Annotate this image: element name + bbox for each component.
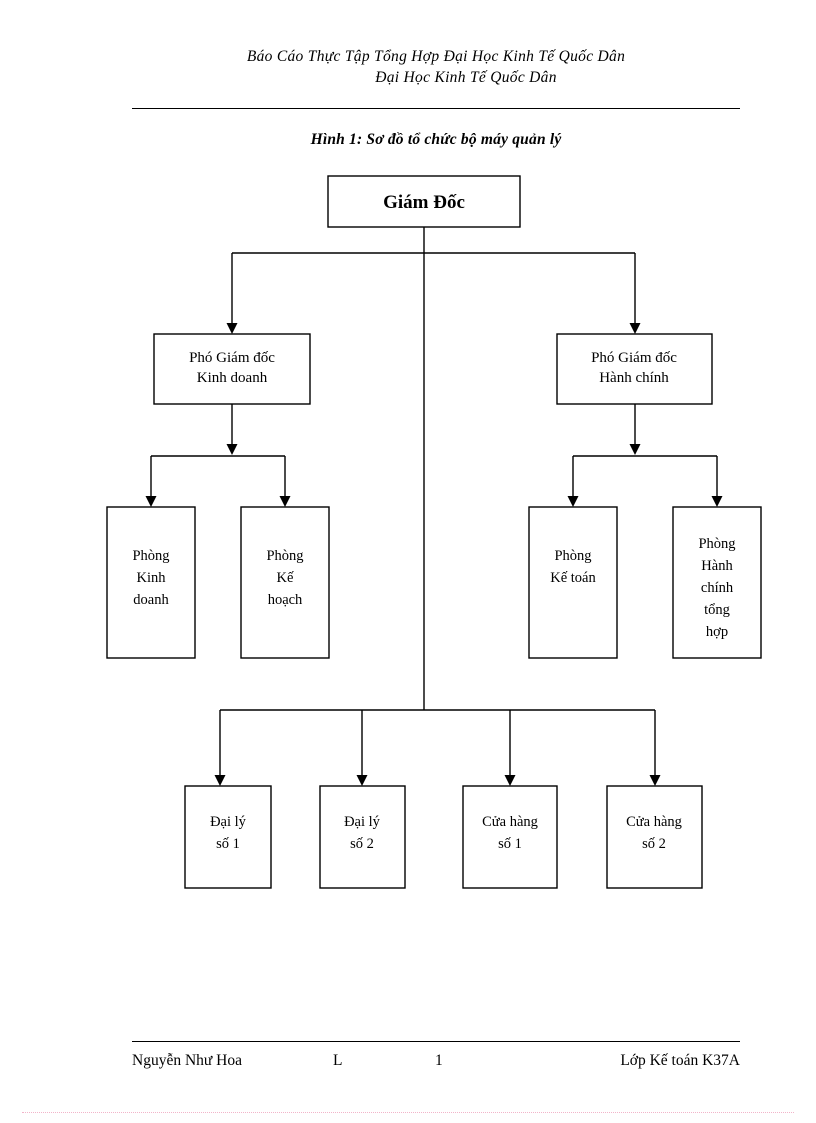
node-giam-doc[interactable]: Giám Đốc xyxy=(327,175,521,228)
node-label-vp-hc-line1: Phó Giám đốc xyxy=(591,350,677,366)
node-label-phc-line3: chính xyxy=(701,580,734,596)
node-label-pkd-line1: Phòng xyxy=(132,548,169,564)
node-phong-ke-toan[interactable]: Phòng Kế toán xyxy=(528,506,618,659)
footer-page-number: 1 xyxy=(435,1052,443,1069)
node-label-vp-hc-line2: Hành chính xyxy=(599,370,669,386)
arrow-head-vp-kinh-doanh xyxy=(226,323,238,334)
node-label-pkt-line2: Kế toán xyxy=(550,570,596,586)
node-label-ch2-line1: Cửa hàng xyxy=(626,814,682,830)
node-label-dl2-line2: số 2 xyxy=(350,836,374,852)
arrow-head-phong-ke-toan xyxy=(567,496,579,507)
bottom-dotted-rule xyxy=(22,1112,794,1113)
node-dai-ly-so-1[interactable]: Đại lý số 1 xyxy=(184,785,272,889)
page-footer: Nguyễn Như Hoa L 1 Lớp Kế toán K37A xyxy=(132,1052,740,1076)
figure-title: Hình 1: Sơ đồ tổ chức bộ máy quản lý xyxy=(310,131,562,148)
footer-class: Lớp Kế toán K37A xyxy=(620,1052,740,1069)
node-label-phc-line5: hợp xyxy=(706,624,728,640)
node-label-ch1-line1: Cửa hàng xyxy=(482,814,538,830)
arrow-head-cua-hang-2 xyxy=(649,775,661,786)
page-header: Báo Cáo Thực Tập Tổng Hợp Đại Học Kinh T… xyxy=(132,46,740,88)
connector-layer xyxy=(145,227,723,786)
node-label-phc-line4: tổng xyxy=(704,602,730,618)
node-dai-ly-so-2[interactable]: Đại lý số 2 xyxy=(319,785,406,889)
node-label-pkh-line1: Phòng xyxy=(266,548,303,564)
node-label-dl1-line1: Đại lý xyxy=(210,814,247,830)
node-label-ch1-line2: số 1 xyxy=(498,836,522,852)
node-label-vp-kd-line2: Kinh doanh xyxy=(197,370,268,386)
header-divider xyxy=(132,108,740,109)
node-cua-hang-so-2[interactable]: Cửa hàng số 2 xyxy=(606,785,703,889)
node-label-dl2-line1: Đại lý xyxy=(344,814,381,830)
node-label-phc-line1: Phòng xyxy=(698,536,735,552)
footer-author: Nguyễn Như Hoa xyxy=(132,1052,242,1069)
arrow-head-phong-ke-hoach xyxy=(279,496,291,507)
arrow-head-cua-hang-1 xyxy=(504,775,516,786)
arrow-head-vp-hanh-chinh xyxy=(629,323,641,334)
arrow-head-phong-kinh-doanh xyxy=(145,496,157,507)
header-line-2: Đại Học Kinh Tế Quốc Dân xyxy=(375,69,557,86)
footer-middle-mark: L xyxy=(333,1052,343,1069)
node-phong-ke-hoach[interactable]: Phòng Kế hoạch xyxy=(240,506,330,659)
arrow-head-dai-ly-2 xyxy=(356,775,368,786)
arrow-head-phong-hanh-chinh xyxy=(711,496,723,507)
node-phong-kinh-doanh[interactable]: Phòng Kinh doanh xyxy=(106,506,196,659)
node-label-dl1-line2: số 1 xyxy=(216,836,240,852)
node-phong-hanh-chinh-tong-hop[interactable]: Phòng Hành chính tổng hợp xyxy=(672,506,762,659)
node-label-pkh-line2: Kế xyxy=(277,570,294,586)
node-label-pkt-line1: Phòng xyxy=(554,548,591,564)
node-pho-giam-doc-hanh-chinh[interactable]: Phó Giám đốc Hành chính xyxy=(556,333,713,405)
node-label-vp-kd-line1: Phó Giám đốc xyxy=(189,350,275,366)
node-label-phc-line2: Hành xyxy=(701,558,733,574)
node-label-pkh-line3: hoạch xyxy=(268,592,303,608)
footer-divider xyxy=(132,1041,740,1042)
node-pho-giam-doc-kinh-doanh[interactable]: Phó Giám đốc Kinh doanh xyxy=(153,333,311,405)
node-label-giam-doc: Giám Đốc xyxy=(383,192,465,213)
arrow-head-vp-left-junction xyxy=(226,444,238,455)
arrow-head-vp-right-junction xyxy=(629,444,641,455)
node-cua-hang-so-1[interactable]: Cửa hàng số 1 xyxy=(462,785,558,889)
header-line-1: Báo Cáo Thực Tập Tổng Hợp Đại Học Kinh T… xyxy=(246,48,626,65)
node-label-pkd-line3: doanh xyxy=(133,592,169,608)
node-layer: Giám Đốc Phó Giám đốc Kinh doanh Phó Giá… xyxy=(106,175,762,889)
arrow-head-dai-ly-1 xyxy=(214,775,226,786)
node-label-ch2-line2: số 2 xyxy=(642,836,666,852)
node-label-pkd-line2: Kinh xyxy=(137,570,167,586)
